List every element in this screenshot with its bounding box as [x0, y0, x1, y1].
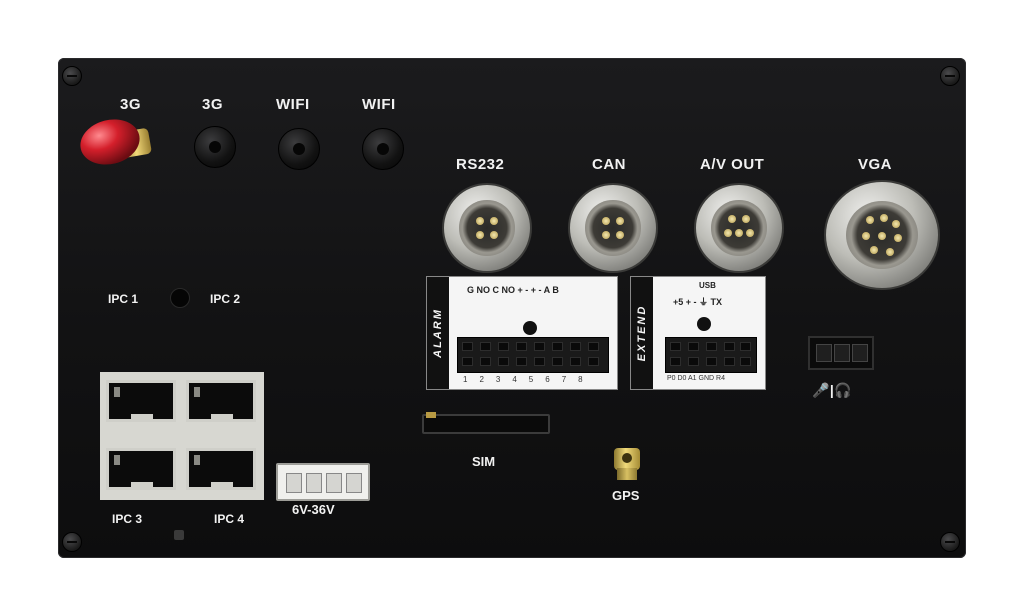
ipc-label-3: IPC 3 — [112, 512, 143, 526]
extend-pin-footer: P0 D0 A1 GND R4 — [667, 375, 725, 382]
alarm-title: ALARM — [432, 308, 444, 358]
vga-connector[interactable] — [824, 180, 940, 290]
alarm-connector[interactable] — [457, 337, 609, 373]
reset-hole[interactable] — [174, 530, 184, 540]
ipc-label-2: IPC 2 — [210, 292, 241, 306]
extend-mount-hole — [697, 317, 711, 331]
extend-usb-label: USB — [699, 281, 716, 290]
port-label-can: CAN — [592, 156, 626, 173]
alarm-pin-numbers: 12345678 — [463, 375, 595, 384]
alarm-mount-hole — [523, 321, 537, 335]
audio-port[interactable] — [808, 336, 874, 370]
ethernet-port-ipc1[interactable] — [106, 380, 176, 422]
red-antenna-connector[interactable] — [76, 112, 162, 174]
antenna-label-wifi-1: WIFI — [276, 96, 310, 113]
power-connector[interactable] — [276, 463, 370, 501]
extend-connector[interactable] — [665, 337, 757, 373]
audio-mic-headphone-label: 🎤|🎧 — [812, 382, 853, 398]
port-label-rs232: RS232 — [456, 156, 505, 173]
screw-icon — [940, 66, 960, 86]
ethernet-port-ipc4[interactable] — [186, 448, 256, 490]
antenna-connector-wifi-1[interactable] — [278, 128, 320, 170]
alarm-terminal-block: ALARM G NO C NO + - + - A B 12345678 — [426, 276, 618, 390]
status-led — [170, 288, 190, 308]
port-label-vga: VGA — [858, 156, 893, 173]
gps-label: GPS — [612, 488, 640, 503]
antenna-label-wifi-2: WIFI — [362, 96, 396, 113]
extend-pin-header: +5 + - ⏚ TX — [673, 297, 723, 307]
ipc-label-1: IPC 1 — [108, 292, 139, 306]
screw-icon — [940, 532, 960, 552]
extend-title: EXTEND — [636, 304, 648, 362]
antenna-connector-3g-2[interactable] — [194, 126, 236, 168]
screw-icon — [62, 66, 82, 86]
alarm-pin-header: G NO C NO + - + - A B — [467, 285, 559, 295]
antenna-connector-wifi-2[interactable] — [362, 128, 404, 170]
extend-terminal-block: EXTEND USB +5 + - ⏚ TX P0 D0 A1 GND R4 — [630, 276, 766, 390]
ethernet-port-ipc3[interactable] — [106, 448, 176, 490]
rs232-connector[interactable] — [442, 183, 532, 273]
sim-label: SIM — [472, 454, 496, 469]
screw-icon — [62, 532, 82, 552]
antenna-label-3g-2: 3G — [202, 96, 224, 113]
antenna-label-3g-1: 3G — [120, 96, 142, 113]
ipc-label-4: IPC 4 — [214, 512, 245, 526]
ethernet-port-ipc2[interactable] — [186, 380, 256, 422]
av-out-connector[interactable] — [694, 183, 784, 273]
power-voltage-label: 6V-36V — [292, 502, 335, 517]
gps-antenna-connector[interactable] — [612, 448, 642, 484]
can-connector[interactable] — [568, 183, 658, 273]
sim-card-slot[interactable] — [422, 412, 550, 434]
port-label-av-out: A/V OUT — [700, 156, 765, 173]
